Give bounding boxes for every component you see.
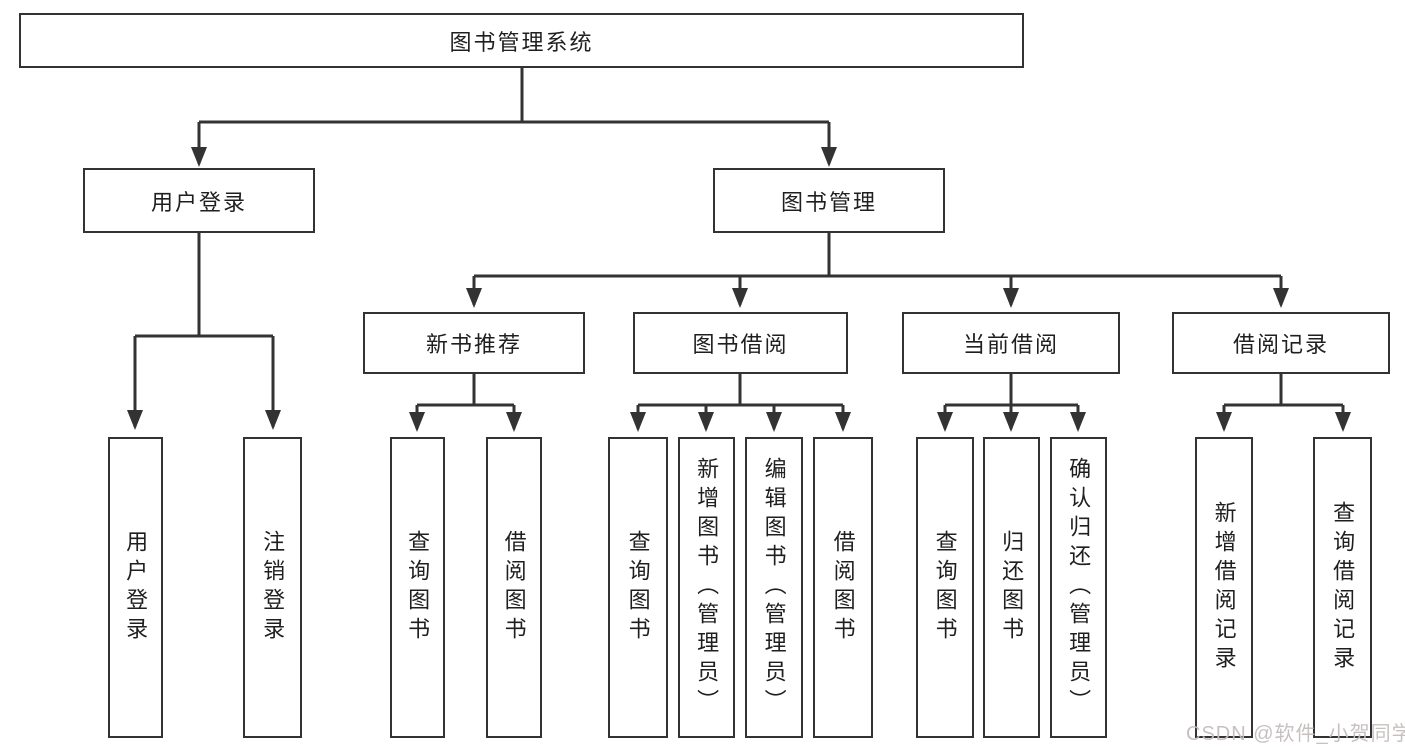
node-bb-query-book-label: 查询图书 (625, 529, 651, 646)
node-cb-return-book-label: 归还图书 (999, 529, 1025, 646)
node-borrow-record: 借阅记录 (1172, 312, 1390, 374)
node-cb-confirm-return-label: 确认归还（管理员） (1066, 457, 1092, 718)
node-bb-edit-book: 编辑图书（管理员） (745, 437, 803, 738)
node-book-mgmt-label: 图书管理 (780, 189, 877, 215)
node-nbr-borrow-book: 借阅图书 (486, 437, 542, 738)
node-bb-edit-book-label: 编辑图书（管理员） (761, 457, 787, 718)
node-logout: 注销登录 (243, 437, 302, 738)
node-new-book-rec-label: 新书推荐 (425, 332, 522, 357)
node-root-label: 图书管理系统 (449, 29, 594, 55)
node-logout-label: 注销登录 (260, 529, 286, 646)
node-user-login: 用户登录 (83, 168, 315, 233)
node-nbr-query-book-label: 查询图书 (405, 529, 431, 646)
node-nbr-borrow-book-label: 借阅图书 (501, 529, 527, 646)
node-bb-borrow-book-label: 借阅图书 (830, 529, 856, 646)
node-cb-confirm-return: 确认归还（管理员） (1050, 437, 1107, 738)
node-book-borrow-label: 图书借阅 (692, 332, 789, 357)
node-br-add-record: 新增借阅记录 (1195, 437, 1253, 738)
node-br-add-record-label: 新增借阅记录 (1211, 500, 1237, 675)
node-new-book-rec: 新书推荐 (363, 312, 585, 374)
node-login: 用户登录 (108, 437, 163, 738)
node-login-label: 用户登录 (123, 529, 149, 646)
node-user-login-label: 用户登录 (150, 189, 247, 215)
node-bb-query-book: 查询图书 (608, 437, 668, 738)
node-root: 图书管理系统 (19, 13, 1024, 68)
node-bb-borrow-book: 借阅图书 (813, 437, 873, 738)
node-cb-return-book: 归还图书 (983, 437, 1040, 738)
csdn-watermark: CSDN @软件_小贺同学 (1186, 723, 1405, 745)
node-br-query-record-label: 查询借阅记录 (1330, 500, 1356, 675)
node-current-borrow-label: 当前借阅 (962, 332, 1059, 357)
node-current-borrow: 当前借阅 (902, 312, 1120, 374)
node-cb-query-book-label: 查询图书 (932, 529, 958, 646)
connector-spines (135, 68, 1343, 407)
node-borrow-record-label: 借阅记录 (1232, 332, 1329, 357)
node-cb-query-book: 查询图书 (916, 437, 974, 738)
node-br-query-record: 查询借阅记录 (1313, 437, 1372, 738)
node-bb-add-book: 新增图书（管理员） (678, 437, 735, 738)
node-book-borrow: 图书借阅 (633, 312, 848, 374)
node-nbr-query-book: 查询图书 (390, 437, 445, 738)
node-book-mgmt: 图书管理 (713, 168, 945, 233)
node-bb-add-book-label: 新增图书（管理员） (694, 457, 720, 718)
